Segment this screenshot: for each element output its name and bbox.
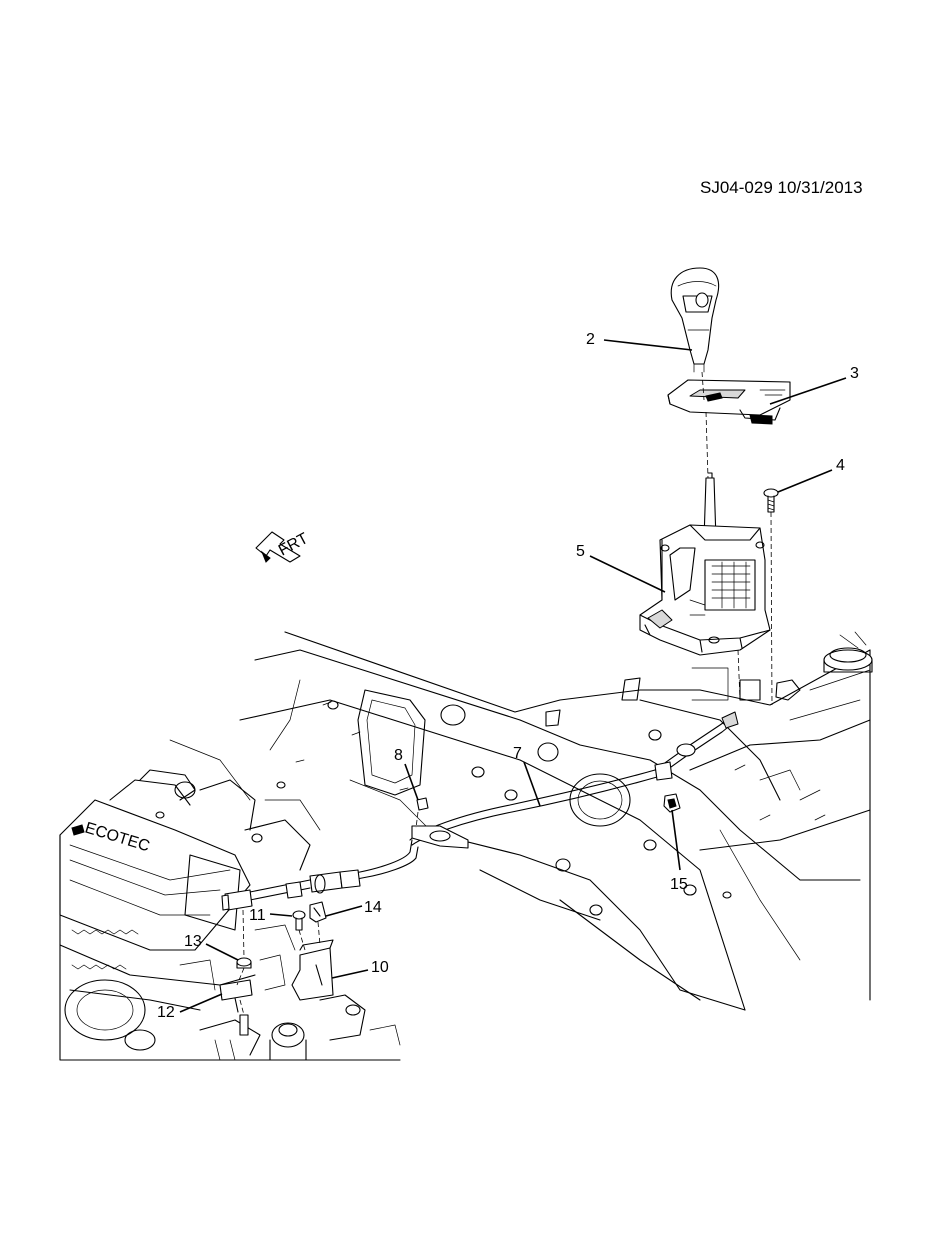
engine-cover-brand: ECOTEC: [83, 820, 152, 856]
callout-3: 3: [850, 365, 859, 382]
callout-numbers: 2 3 4 5 7 8 10 11 12 13 14 15: [157, 331, 859, 1021]
bracket-12: [219, 979, 253, 1013]
nut-13: [236, 957, 252, 969]
shift-cable: [221, 711, 739, 911]
callout-7: 7: [513, 745, 522, 762]
callout-2: 2: [586, 331, 595, 348]
sheet-id-date: SJ04-029 10/31/2013: [700, 178, 863, 197]
callout-14: 14: [364, 899, 382, 916]
front-direction-arrow: FRT: [255, 530, 311, 563]
bolt-4: [763, 488, 779, 513]
callout-leaders: [179, 339, 847, 1013]
callout-11: 11: [249, 907, 266, 924]
engine-assembly: ECOTEC: [59, 769, 401, 1061]
cable-bracket-10: [291, 939, 334, 1001]
callout-8: 8: [394, 747, 403, 764]
cable-seal-8: [416, 797, 429, 811]
callout-4: 4: [836, 457, 845, 474]
callout-10: 10: [371, 959, 389, 976]
bolt-11: [292, 910, 306, 931]
callout-12: 12: [157, 1004, 175, 1021]
shift-trim-plate: [667, 379, 791, 425]
shift-knob: [670, 267, 720, 373]
clip-14: [309, 901, 327, 923]
callout-13: 13: [184, 933, 202, 950]
shifter-assembly: [639, 472, 771, 656]
callout-5: 5: [576, 543, 585, 560]
floor-pan: [169, 631, 873, 1011]
clip-15: [663, 793, 681, 813]
callout-15: 15: [670, 876, 688, 893]
assembly-lines: [236, 371, 773, 1016]
